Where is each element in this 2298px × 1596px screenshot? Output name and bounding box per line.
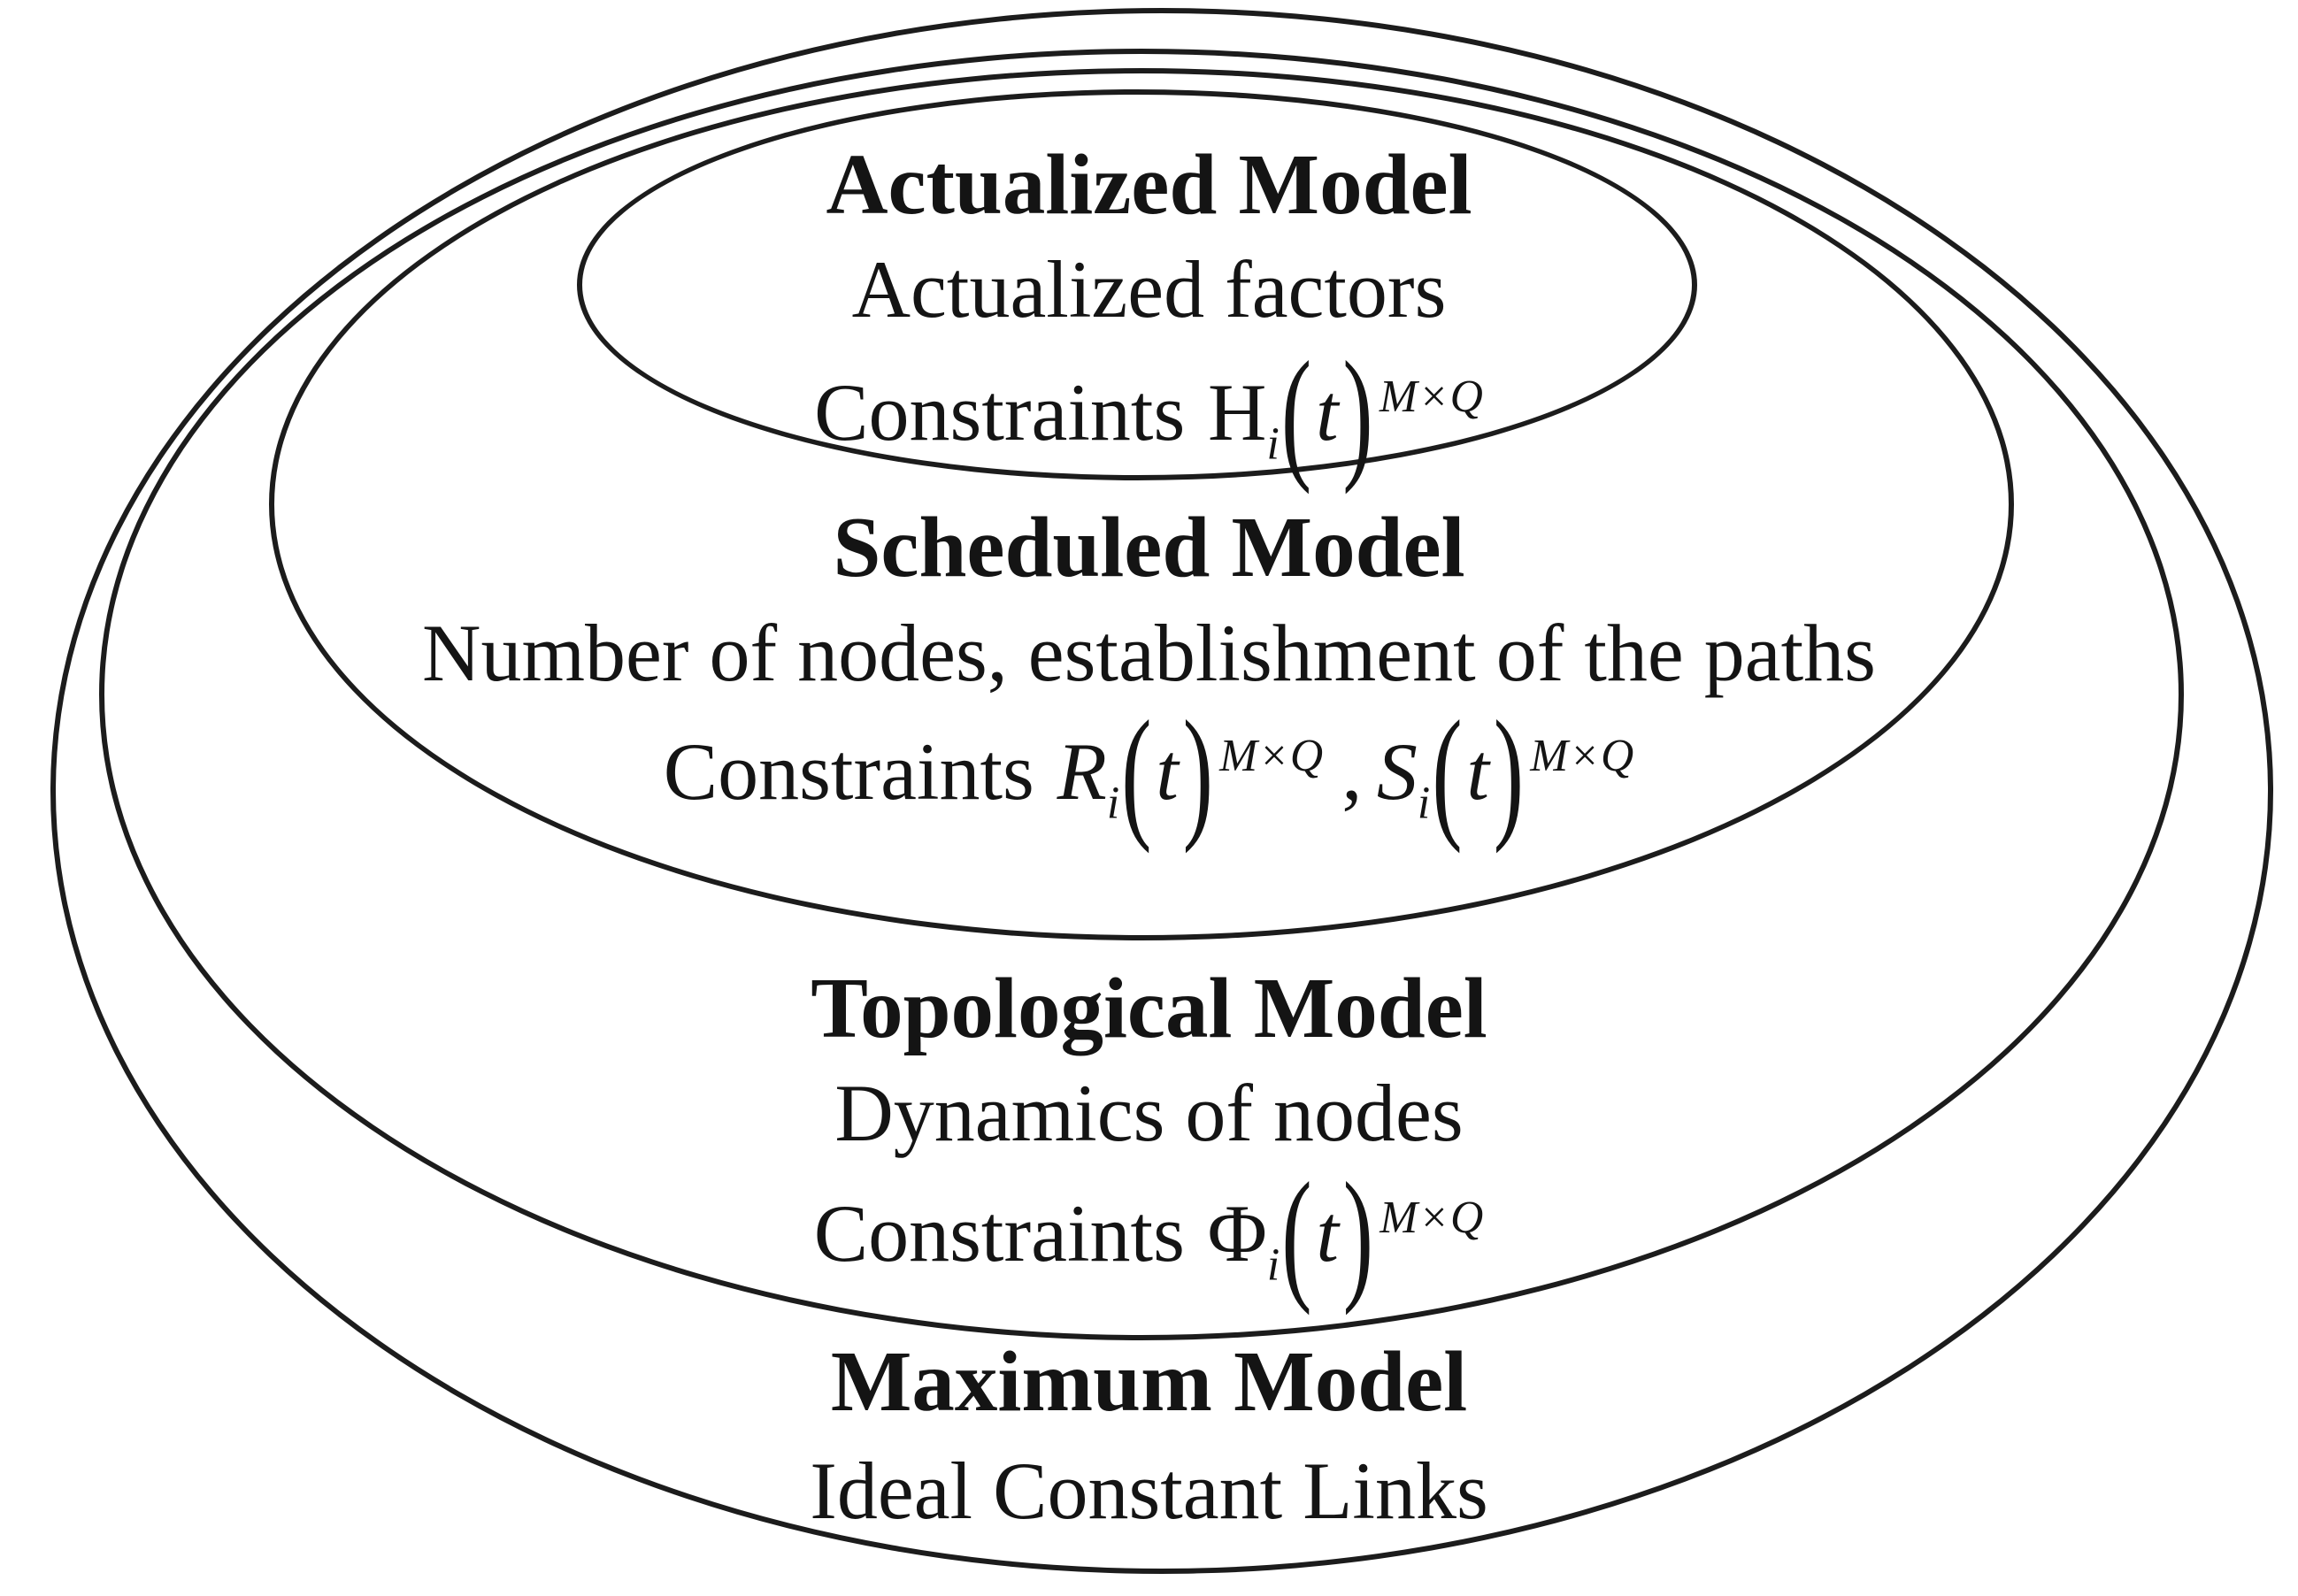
maximum-model-desc: Ideal Constant Links: [810, 1446, 1488, 1536]
paren-open: (: [1121, 691, 1152, 856]
formula-superscript: M×Q: [1380, 1193, 1485, 1244]
constraints-label: Constraints: [813, 1188, 1185, 1278]
maximum-model-ellipse: [50, 8, 2273, 1574]
topological-model-desc: Dynamics of nodes: [834, 1068, 1464, 1158]
scheduled-model-constraints: Constraints Ri(t)M×Q,Si(t)M×Q: [0, 699, 2298, 847]
formula-subscript: i: [1106, 778, 1120, 829]
paren-open: (: [1280, 332, 1312, 496]
formula-subscript: i: [1266, 1239, 1280, 1291]
formula-variable: H: [1208, 367, 1267, 457]
formula-argument: t: [1156, 726, 1179, 817]
formula-variable: Φ: [1207, 1188, 1267, 1278]
constraint-formula-h: Hi(t)M×Q: [1208, 340, 1484, 487]
formula-variable: S: [1376, 726, 1418, 817]
topological-model-ellipse: [99, 49, 2184, 1340]
paren-close: ): [1182, 691, 1213, 856]
formula-argument: t: [1316, 1188, 1339, 1278]
actualized-model-ellipse: [577, 89, 1697, 480]
constraint-formula-s: Si(t)M×Q: [1376, 699, 1635, 847]
scheduled-model-title: Scheduled Model: [833, 500, 1465, 595]
constraint-formula-phi: Φi(t)M×Q: [1207, 1161, 1485, 1308]
formula-subscript: i: [1266, 418, 1280, 470]
constraint-formula-r: Ri(t)M×Q: [1057, 699, 1325, 847]
formula-superscript: M×Q: [1219, 731, 1325, 782]
formula-variable: R: [1057, 726, 1107, 817]
formula-superscript: M×Q: [1379, 372, 1484, 423]
scheduled-model-ellipse: [269, 68, 2014, 940]
formula-argument: t: [1315, 367, 1339, 457]
formula-superscript: M×Q: [1530, 731, 1635, 782]
topological-model-title: Topological Model: [811, 961, 1487, 1055]
constraints-label: Constraints: [663, 726, 1034, 817]
paren-open: (: [1432, 691, 1463, 856]
scheduled-model-desc: Number of nodes, establishment of the pa…: [422, 608, 1876, 698]
paren-close: ): [1493, 691, 1525, 856]
maximum-model-title: Maximum Model: [830, 1334, 1468, 1429]
formula-argument: t: [1466, 726, 1489, 817]
actualized-model-desc: Actualized factors: [851, 244, 1447, 334]
constraints-label: Constraints: [814, 367, 1186, 457]
paren-open: (: [1281, 1153, 1312, 1317]
paren-close: ): [1342, 332, 1373, 496]
paren-close: ): [1342, 1153, 1374, 1317]
actualized-model-title: Actualized Model: [826, 137, 1472, 232]
formula-separator: ,: [1341, 726, 1363, 817]
formula-subscript: i: [1417, 778, 1431, 829]
